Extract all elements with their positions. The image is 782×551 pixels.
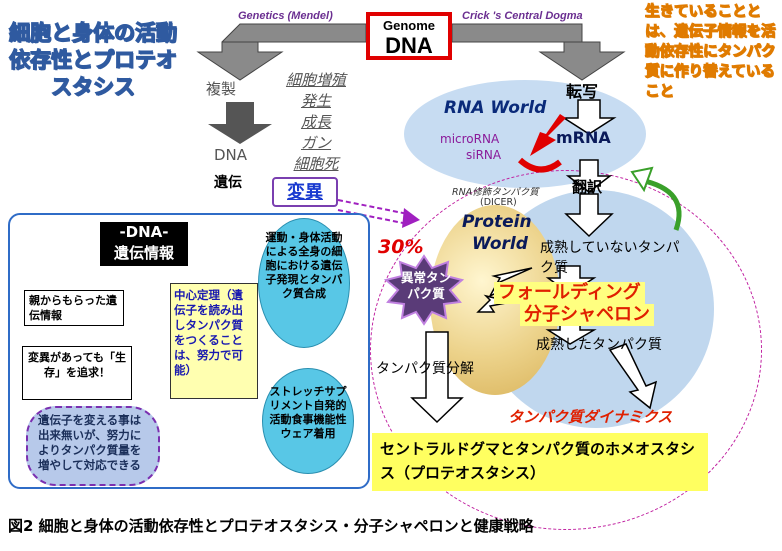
henni-link-line-2 — [337, 209, 409, 225]
rna-modifier-label: RNA修飾タンパク質 — [452, 187, 539, 198]
sirna-label: siRNA — [466, 148, 502, 162]
rna-world-ellipse — [404, 80, 646, 188]
genetics-label: Genetics (Mendel) — [238, 10, 333, 22]
parent-info-box: 親からもらった遺伝情報 — [24, 290, 124, 326]
percent-label: 30% — [378, 236, 424, 258]
survival-box: 変異があっても「生存」を追求！ — [22, 346, 132, 400]
exercise-bubble: 運動・身体活動による全身の細胞における遺伝子発現とタンパク質合成 — [258, 218, 350, 348]
right-branch-arrow-top — [451, 23, 583, 53]
mature-protein-label: 成熟したタンパク質 — [536, 337, 662, 353]
dna-result-label: DNA — [214, 146, 248, 164]
mirna-red-arrow — [530, 114, 566, 156]
effort-cloud: 遺伝子を変える事は出来無いが、努力に よりタンパク質量を増やして対応できる — [26, 406, 160, 486]
henni-link-line-1 — [337, 199, 409, 215]
side-title: 生きていることとは、遺伝子情報を活動依存性にタンパク質に作り替えていること — [645, 4, 777, 101]
left-down-arrow-1 — [196, 41, 284, 81]
folding-label: フォールディング — [494, 282, 645, 304]
mrna-label: mRNA — [556, 128, 611, 147]
transcription-arrow — [561, 99, 617, 135]
genome-label: Genome — [382, 18, 435, 33]
dna-header-1: -DNA- — [119, 223, 169, 241]
mutation-box: 変異 — [272, 177, 338, 207]
to-degradation-arrow — [410, 331, 464, 424]
genome-box: Genome DNA — [366, 12, 452, 60]
proteostasis-dashed-circle — [370, 170, 762, 530]
immature-protein-label: 成熟していないタンパク質 — [540, 240, 680, 276]
main-title: 細胞と身体の活動依存性とプロテオスタシス — [8, 20, 177, 99]
effect-item: 細胞増殖 — [285, 71, 346, 89]
protein-world-label-2: World — [472, 234, 528, 254]
effect-item: 成長 — [300, 113, 331, 131]
figure-caption: 図2 細胞と身体の活動依存性とプロテオスタシス・分子シャペロンと健康戦略 — [8, 517, 534, 535]
protein-world-label-1: Protein — [462, 212, 532, 232]
heredity-label: 遺伝 — [214, 175, 242, 191]
central-dogma-box: 中心定理（遺伝子を読み出しタンパク質をつくることは、努力で可能） — [170, 283, 258, 399]
microrna-label: microRNA — [440, 132, 500, 146]
effect-item: 発生 — [300, 92, 331, 110]
rna-world-label: RNA World — [444, 98, 547, 118]
right-down-arrow-1 — [538, 41, 626, 81]
abnormal-protein-star — [383, 254, 465, 326]
dna-label: DNA — [385, 33, 433, 58]
folding-back-arrow — [476, 294, 513, 313]
dynamics-label: タンパク質ダイナミクス — [508, 408, 673, 426]
mature-to-dynamics-arrow — [608, 343, 658, 410]
dicer-label: (DICER) — [480, 197, 517, 208]
chaperone-label: 分子シャペロン — [520, 304, 654, 326]
transcription-label: 転写 — [566, 82, 599, 101]
effect-item: ガン — [300, 134, 331, 152]
abnormal-protein-label: 異常タンパク質 — [400, 270, 451, 301]
translation-arrow — [565, 159, 613, 193]
rna-modifier-curve — [517, 157, 562, 173]
proteostasis-box: セントラルドグマとタンパク質のホメオスタシス（プロテオスタシス） — [372, 433, 708, 491]
henni-link-head — [402, 208, 420, 228]
degradation-label: タンパク質分解 — [376, 361, 474, 377]
effects-list: 細胞増殖 発生 成長 ガン 細胞死 — [276, 70, 356, 175]
crick-label: Crick 's Central Dogma — [462, 10, 583, 22]
dna-info-header: -DNA- 遺伝情報 — [100, 222, 188, 266]
effect-item: 細胞死 — [293, 155, 339, 173]
translation-label: 翻訳 — [572, 178, 603, 196]
replication-label: 複製 — [206, 80, 237, 98]
green-curve-arrow — [639, 177, 682, 231]
translation-down-arrow — [564, 193, 614, 238]
left-down-arrow-2 — [208, 102, 272, 144]
lifestyle-bubble: ストレッチサプリメント自発的活動食事機能性ウェア着用 — [262, 368, 354, 474]
dna-header-2: 遺伝情報 — [113, 244, 174, 262]
green-curve-head — [630, 166, 654, 193]
